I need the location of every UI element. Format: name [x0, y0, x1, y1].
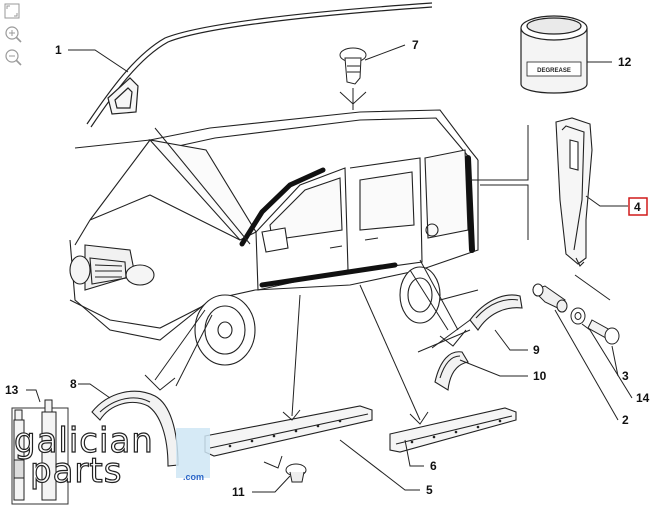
callout-6[interactable]: 6: [430, 459, 437, 473]
callout-4[interactable]: 4: [634, 200, 641, 214]
fullscreen-icon[interactable]: [4, 3, 20, 19]
callout-2[interactable]: 2: [622, 413, 629, 427]
leader-lines: [26, 44, 633, 493]
part-11-clip: [285, 463, 307, 483]
zoom-out-icon[interactable]: [5, 49, 22, 66]
callout-12[interactable]: 12: [618, 55, 632, 69]
callout-9[interactable]: 9: [533, 343, 540, 357]
callout-8[interactable]: 8: [70, 377, 77, 391]
part-3-screw: [587, 319, 620, 345]
zoom-in-icon[interactable]: [5, 26, 22, 43]
part-9-wheel-arch-flare: [469, 294, 523, 331]
callouts: 1 7 12 4 9 10 3 14 2 6 5 11 13 8: [5, 38, 650, 499]
logo-text-suffix: .com: [183, 472, 204, 482]
part-7-clip: [339, 47, 367, 85]
part-4-pillar-trim: [555, 117, 593, 267]
part-12-label: DEGREASE: [537, 68, 571, 74]
galician-parts-logo: galician parts .com: [13, 420, 210, 492]
front-wheel: [194, 294, 256, 366]
door-seals: [239, 155, 475, 288]
leader-line: [417, 329, 471, 353]
part-12-degreaser-tin: DEGREASE: [520, 15, 588, 94]
part-8-wheel-arch-flare: [91, 390, 179, 467]
callout-3[interactable]: 3: [622, 369, 629, 383]
rear-wheel: [399, 266, 441, 324]
part-14-washer: [570, 307, 586, 325]
callout-14[interactable]: 14: [636, 391, 650, 405]
part-13-touchup-bottles: [11, 399, 69, 505]
part-2-bushing: [532, 283, 568, 313]
callout-13[interactable]: 13: [5, 383, 19, 397]
logo-text-line2: parts: [30, 451, 122, 491]
part-10-wheel-arch-flare: [434, 351, 469, 391]
callout-4-highlight-box: [628, 197, 648, 216]
callout-11[interactable]: 11: [232, 485, 245, 499]
part-5-sill-molding: [204, 405, 373, 457]
part-6-sill-molding: [389, 407, 517, 453]
callout-5[interactable]: 5: [426, 483, 433, 497]
part-1-windscreen-trim: [86, 2, 433, 128]
car-body: [69, 109, 479, 341]
callout-7[interactable]: 7: [412, 38, 419, 52]
callout-10[interactable]: 10: [533, 369, 547, 383]
logo-text-line1: galician: [14, 421, 154, 461]
leader-line: [339, 91, 367, 105]
arrow-markers: [144, 329, 467, 469]
callout-1[interactable]: 1: [55, 43, 62, 57]
